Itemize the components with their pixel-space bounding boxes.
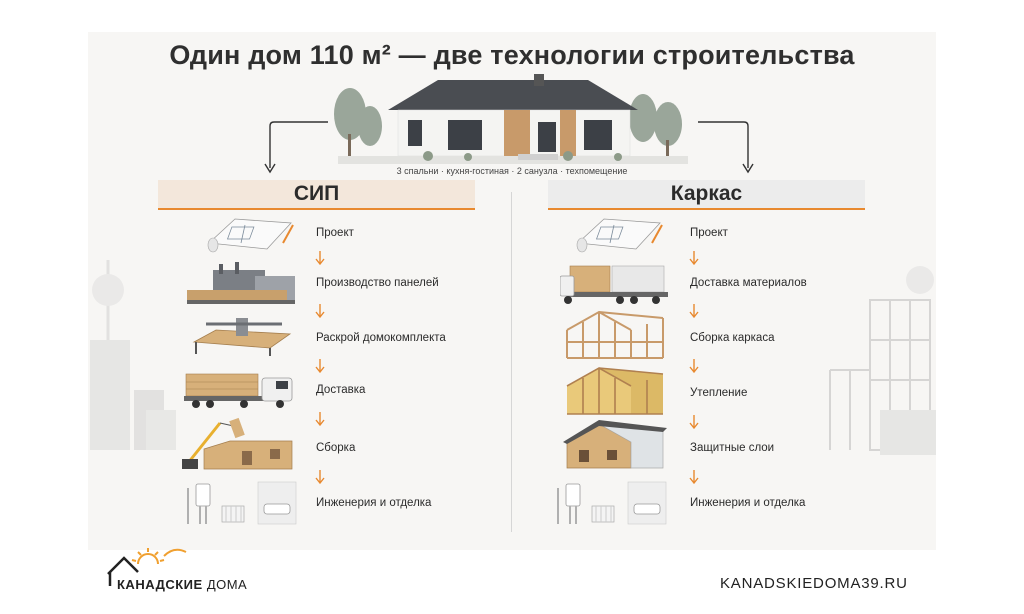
frame-down-arrow-icon [689,251,699,265]
frame-column-heading: Каркас [548,180,865,210]
house-caption: 3 спальни · кухня-гостиная · 2 санузла ·… [396,166,628,176]
frame-down-arrow-icon [689,415,699,429]
sip-step-label: Инженерия и отделка [316,497,432,509]
sip-column-heading: СИП [158,180,475,210]
frame-down-arrow-icon [689,359,699,373]
frame-step-label: Сборка каркаса [690,332,775,344]
insulated-frame-icon [566,367,664,415]
frame-step-label: Защитные слои [690,442,775,454]
background-sip-stack-illustration [90,260,176,450]
sip-step-label: Сборка [316,442,356,454]
frame-down-arrow-icon [689,470,699,484]
sip-down-arrow-icon [315,412,325,426]
truck-icon [560,265,668,304]
left-connector-arrow [264,121,328,174]
background-frame-illustration [829,266,936,455]
sip-step-label: Раскрой домокомплекта [316,332,446,344]
blueprint-icon [576,218,663,253]
frame-step-label: Инженерия и отделка [690,497,806,509]
sip-down-arrow-icon [315,470,325,484]
right-connector-arrow [698,121,754,174]
crane-assembly-icon [182,417,293,470]
sip-down-arrow-icon [315,359,325,373]
logo-word-primary: КАНАДСКИЕ [117,577,203,592]
frame-step-label: Доставка материалов [690,277,807,289]
sip-step-label: Производство панелей [316,277,439,289]
truck-icon [184,373,293,408]
engineering-icon [557,481,667,525]
company-logo-icon [107,548,187,586]
website-url[interactable]: KANADSKIEDOMA39.RU [720,575,908,592]
blueprint-icon [207,218,294,253]
frame-step-label: Проект [690,227,728,239]
sip-down-arrow-icon [315,251,325,265]
house-illustration [334,74,688,164]
page-title: Один дом 110 м² — две технологии строите… [169,40,855,70]
sheathed-house-icon [563,420,667,469]
sip-step-label: Доставка [316,384,366,396]
sip-step-label: Проект [316,227,354,239]
logo-wordmark: КАНАДСКИЕ ДОМА [117,577,247,592]
engineering-icon [187,481,297,525]
frame-step-label: Утепление [690,387,748,399]
factory-icon [187,262,295,304]
timber-frame-icon [566,310,664,359]
sip-down-arrow-icon [315,304,325,318]
logo-word-secondary: ДОМА [206,577,248,592]
cnc-machine-icon [192,318,292,356]
column-divider [511,192,512,532]
frame-down-arrow-icon [689,304,699,318]
